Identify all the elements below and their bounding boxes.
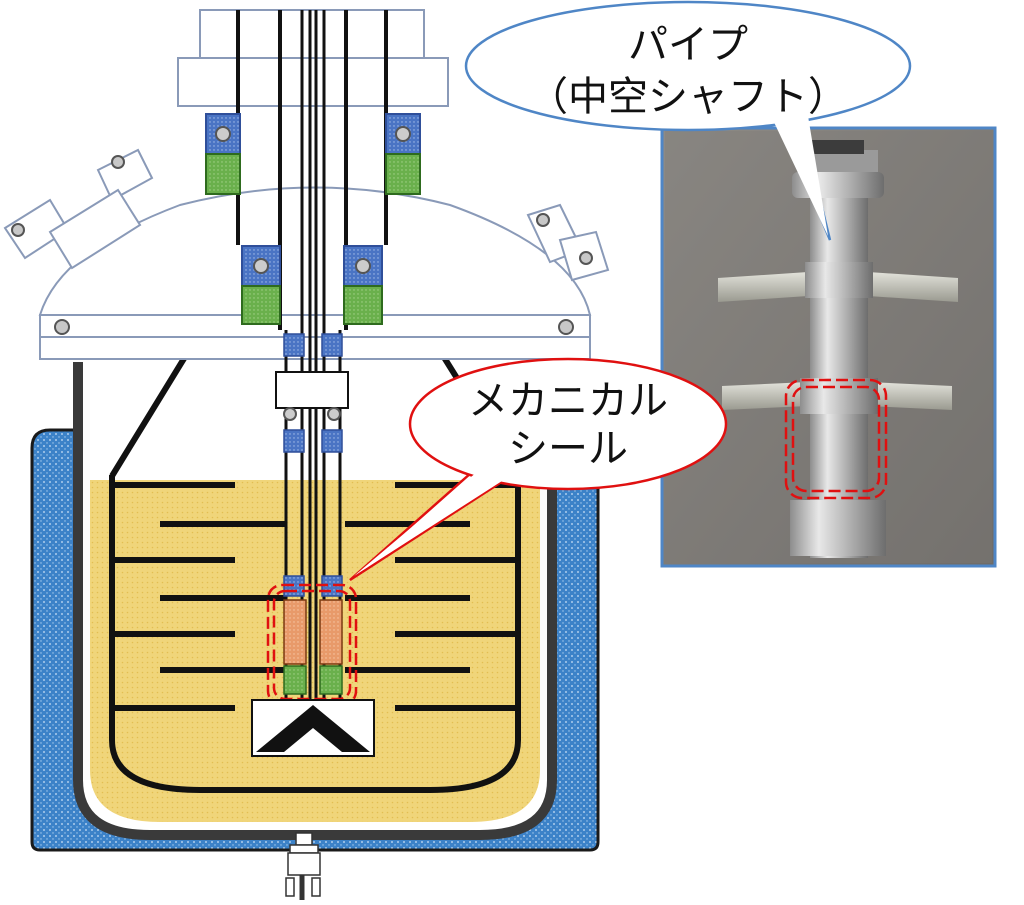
drain-valve-icon: [285, 832, 321, 900]
drive-flange: [177, 57, 449, 107]
agitator-blades: [160, 521, 470, 673]
bearing-icon: [205, 113, 421, 155]
lid-bolts: [54, 319, 574, 335]
left-clamp: [3, 148, 154, 270]
drive-housing: [199, 9, 425, 59]
bearing-mid: [241, 245, 383, 325]
baffle-frame: [109, 475, 521, 793]
impeller-icon: [251, 699, 375, 757]
pipe-photo: [660, 126, 997, 568]
shaft-bearings: [275, 333, 349, 597]
photo-seal-highlight: [784, 378, 888, 500]
seal-upper: [205, 153, 421, 195]
callout-pipe-line2: （中空シャフト）: [528, 74, 848, 120]
callout-seal: メカニカル シール: [349, 357, 728, 582]
callout-seal-line2: シール: [508, 426, 628, 472]
callout-pipe: パイプ （中空シャフト）: [464, 0, 912, 241]
left-baffles: [112, 482, 235, 711]
callout-pipe-line1: パイプ: [628, 22, 748, 68]
callout-seal-line1: メカニカル: [468, 378, 668, 424]
mechanical-seal-icon: [283, 599, 343, 695]
